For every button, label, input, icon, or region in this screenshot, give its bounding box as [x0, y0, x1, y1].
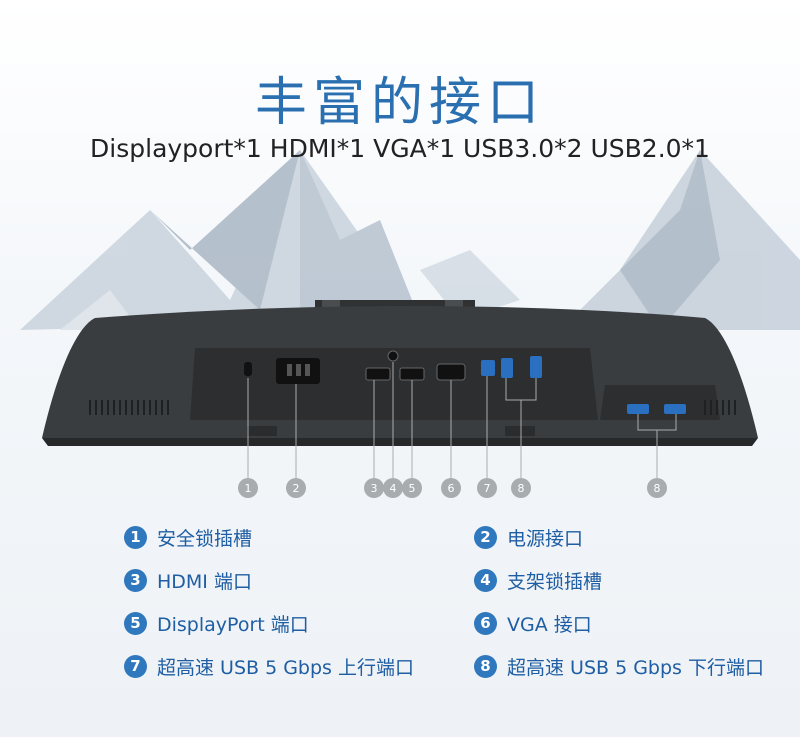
- callout-7: 7: [477, 478, 497, 498]
- legend-label: VGA 接口: [507, 613, 592, 636]
- legend-label: 安全锁插槽: [157, 527, 253, 550]
- callout-6: 6: [441, 478, 461, 498]
- legend-item-usb-upstream: 7 超高速 USB 5 Gbps 上行端口: [124, 651, 474, 681]
- callout-3: 3: [364, 478, 384, 498]
- number-badge: 8: [474, 654, 497, 678]
- callout-8-side: 8: [647, 478, 667, 498]
- legend-item-power: 2 电源接口: [474, 522, 800, 552]
- callout-5: 5: [402, 478, 422, 498]
- legend-item-stand-lock: 4 支架锁插槽: [474, 565, 800, 595]
- number-badge: 1: [124, 525, 147, 549]
- page-title: 丰富的接口: [254, 73, 545, 133]
- callout-4: 4: [383, 478, 403, 498]
- mountain-backdrop: [20, 150, 800, 330]
- number-badge: 5: [124, 611, 147, 635]
- legend-item-usb-downstream: 8 超高速 USB 5 Gbps 下行端口: [474, 651, 800, 681]
- legend-label: 超高速 USB 5 Gbps 上行端口: [157, 656, 414, 679]
- legend-label: 超高速 USB 5 Gbps 下行端口: [507, 656, 764, 679]
- number-badge: 2: [474, 525, 497, 549]
- legend-label: 支架锁插槽: [507, 570, 603, 593]
- legend-item-security-slot: 1 安全锁插槽: [124, 522, 474, 552]
- callout-1: 1: [238, 478, 258, 498]
- legend-item-displayport: 5 DisplayPort 端口: [124, 608, 474, 638]
- legend-label: DisplayPort 端口: [157, 613, 309, 636]
- port-legend: 1 安全锁插槽 2 电源接口 3 HDMI 端口 4 支架锁插槽 5 DisplayPor…: [124, 522, 800, 681]
- callout-8: 8: [511, 478, 531, 498]
- legend-label: HDMI 端口: [157, 570, 252, 593]
- callout-2: 2: [286, 478, 306, 498]
- number-badge: 3: [124, 568, 147, 592]
- number-badge: 6: [474, 611, 497, 635]
- number-badge: 4: [474, 568, 497, 592]
- number-badge: 7: [124, 654, 147, 678]
- legend-item-hdmi: 3 HDMI 端口: [124, 565, 474, 595]
- legend-label: 电源接口: [507, 527, 584, 550]
- port-summary: Displayport*1 HDMI*1 VGA*1 USB3.0*2 USB2…: [90, 134, 710, 163]
- legend-item-vga: 6 VGA 接口: [474, 608, 800, 638]
